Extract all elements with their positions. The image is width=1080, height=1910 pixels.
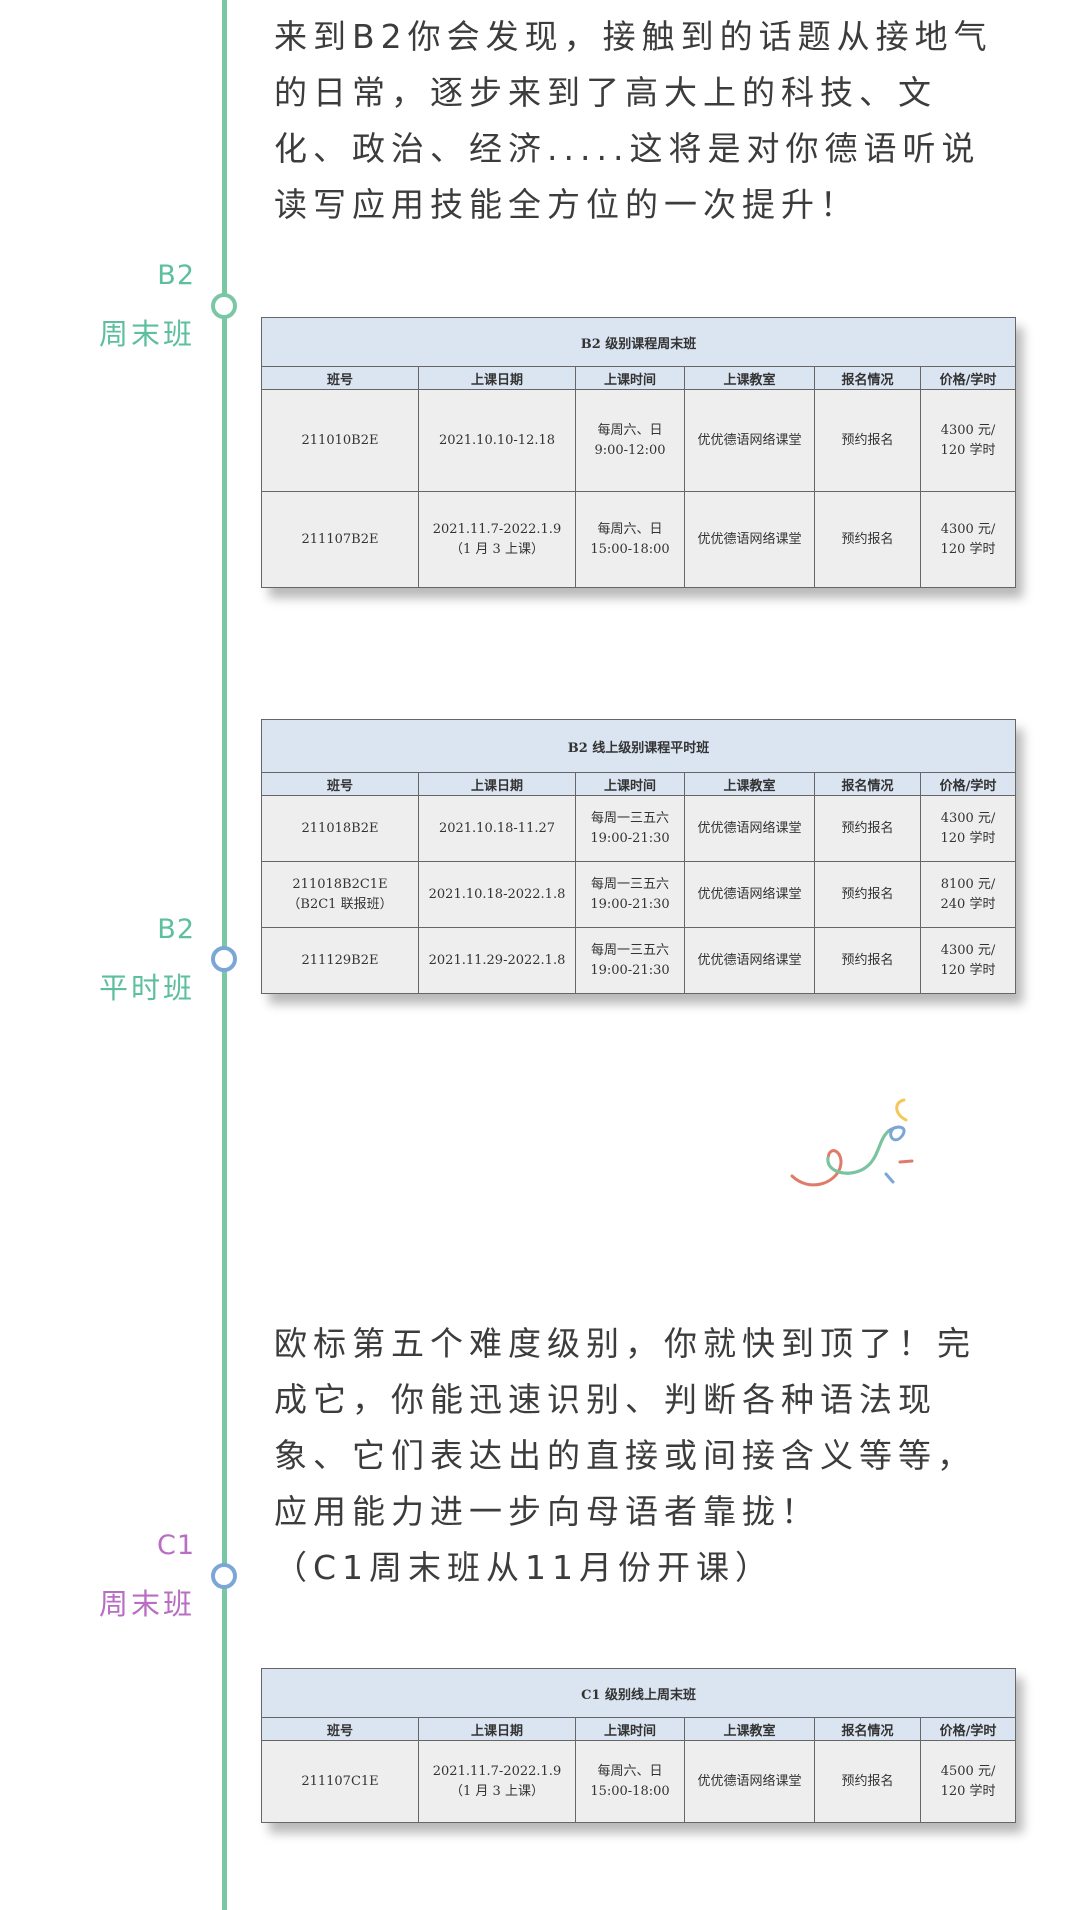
level-label: B2 bbox=[157, 914, 195, 945]
col-header: 班号 bbox=[261, 772, 419, 796]
class-price: 4500 元/120 学时 bbox=[919, 1740, 1017, 1823]
level-label: C1 bbox=[156, 1530, 195, 1561]
enroll-status: 预约报名 bbox=[814, 389, 921, 492]
class-date: 2021.10.10-12.18 bbox=[418, 389, 576, 492]
class-room: 优优德语网络课堂 bbox=[684, 491, 815, 588]
col-header: 上课日期 bbox=[418, 366, 576, 390]
class-price: 8100 元/240 学时 bbox=[920, 861, 1016, 928]
col-header: 上课教室 bbox=[684, 1717, 815, 1741]
col-header: 班号 bbox=[261, 1717, 419, 1741]
class-code: 211010B2E bbox=[261, 389, 419, 492]
class-room: 优优德语网络课堂 bbox=[684, 389, 815, 492]
c1-intro-body: 欧标第五个难度级别，你就快到顶了！完成它，你能迅速识别、判断各种语法现象、它们表… bbox=[274, 1324, 976, 1531]
col-header: 上课时间 bbox=[575, 772, 685, 796]
table-title: C1 级别线上周末班 bbox=[260, 1668, 1017, 1718]
class-date: 2021.11.7-2022.1.9（1 月 3 上课） bbox=[418, 491, 576, 588]
table-title: B2 级别课程周末班 bbox=[260, 317, 1017, 367]
class-type-label: 周末班 bbox=[98, 1587, 195, 1621]
enroll-status: 预约报名 bbox=[814, 1740, 921, 1823]
col-header: 报名情况 bbox=[814, 772, 921, 796]
schedule-table-c1-weekend: C1 级别线上周末班 班号 上课日期 上课时间 上课教室 报名情况 价格/学时 … bbox=[260, 1668, 1017, 1823]
b2-intro-text: 来到B2你会发现，接触到的话题从接地气的日常，逐步来到了高大上的科技、文化、政治… bbox=[274, 17, 993, 224]
schedule-table-b2-weekend: B2 级别课程周末班 班号 上课日期 上课时间 上课教室 报名情况 价格/学时 … bbox=[260, 317, 1017, 588]
class-code: 211107C1E bbox=[261, 1740, 419, 1823]
class-code: 211129B2E bbox=[261, 927, 419, 994]
class-date: 2021.11.29-2022.1.8 bbox=[418, 927, 576, 994]
class-room: 优优德语网络课堂 bbox=[684, 927, 815, 994]
timeline-label-c1-weekend: C1 周末班 bbox=[99, 1530, 195, 1623]
col-header: 班号 bbox=[261, 366, 419, 390]
c1-intro-note: （C1周末班从11月份开课） bbox=[274, 1548, 775, 1587]
enroll-status: 预约报名 bbox=[814, 795, 921, 862]
timeline-label-b2-weekend: B2 周末班 bbox=[99, 260, 195, 353]
level-label: B2 bbox=[157, 260, 195, 291]
class-code: 211107B2E bbox=[261, 491, 419, 588]
col-header: 价格/学时 bbox=[919, 366, 1017, 390]
class-type-label: 平时班 bbox=[98, 971, 195, 1005]
table-row: 211107C1E 2021.11.7-2022.1.9（1 月 3 上课） 每… bbox=[261, 1740, 1017, 1823]
class-code: 211018B2C1E（B2C1 联报班） bbox=[261, 861, 419, 928]
col-header: 报名情况 bbox=[814, 1717, 921, 1741]
enroll-status: 预约报名 bbox=[814, 491, 921, 588]
class-date: 2021.11.7-2022.1.9（1 月 3 上课） bbox=[418, 1740, 576, 1823]
timeline-dot bbox=[211, 293, 237, 319]
table-row: 211107B2E 2021.11.7-2022.1.9（1 月 3 上课） 每… bbox=[261, 491, 1017, 588]
class-price: 4300 元/120 学时 bbox=[919, 389, 1017, 492]
class-price: 4300 元/120 学时 bbox=[919, 491, 1017, 588]
timeline-label-b2-weekday: B2 平时班 bbox=[99, 914, 195, 1007]
col-header: 上课教室 bbox=[684, 366, 815, 390]
class-type-label: 周末班 bbox=[98, 317, 195, 351]
class-room: 优优德语网络课堂 bbox=[684, 795, 815, 862]
col-header: 价格/学时 bbox=[920, 772, 1016, 796]
enroll-status: 预约报名 bbox=[814, 861, 921, 928]
timeline-dot bbox=[211, 946, 237, 972]
col-header: 上课时间 bbox=[575, 366, 685, 390]
class-room: 优优德语网络课堂 bbox=[684, 1740, 815, 1823]
class-price: 4300 元/120 学时 bbox=[920, 795, 1016, 862]
col-header: 上课日期 bbox=[418, 772, 576, 796]
table-row: 211018B2C1E（B2C1 联报班） 2021.10.18-2022.1.… bbox=[261, 861, 1016, 928]
class-date: 2021.10.18-2022.1.8 bbox=[418, 861, 576, 928]
col-header: 价格/学时 bbox=[919, 1717, 1017, 1741]
class-room: 优优德语网络课堂 bbox=[684, 861, 815, 928]
col-header: 上课日期 bbox=[418, 1717, 576, 1741]
confetti-decoration-icon bbox=[790, 1098, 914, 1187]
class-price: 4300 元/120 学时 bbox=[920, 927, 1016, 994]
class-date: 2021.10.18-11.27 bbox=[418, 795, 576, 862]
schedule-table-b2-weekday: B2 线上级别课程平时班 班号 上课日期 上课时间 上课教室 报名情况 价格/学… bbox=[261, 719, 1016, 994]
class-code: 211018B2E bbox=[261, 795, 419, 862]
enroll-status: 预约报名 bbox=[814, 927, 921, 994]
col-header: 上课时间 bbox=[575, 1717, 685, 1741]
timeline-dot bbox=[211, 1563, 237, 1589]
col-header: 上课教室 bbox=[684, 772, 815, 796]
table-title: B2 线上级别课程平时班 bbox=[261, 719, 1016, 773]
col-header: 报名情况 bbox=[814, 366, 921, 390]
c1-intro-text: 欧标第五个难度级别，你就快到顶了！完成它，你能迅速识别、判断各种语法现象、它们表… bbox=[274, 1316, 1014, 1596]
